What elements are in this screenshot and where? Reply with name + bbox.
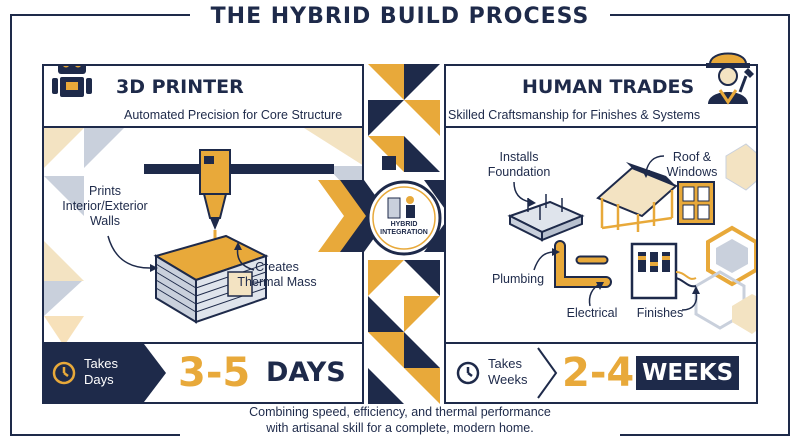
- label-electrical: Electrical: [566, 306, 618, 320]
- label-thermal-mass: Creates Thermal Mass: [237, 260, 317, 289]
- printer-duration-value: 3-5: [178, 350, 251, 396]
- trades-title: HUMAN TRADES: [522, 76, 695, 98]
- printer-duration: Takes Days 3-5 DAYS: [44, 342, 362, 402]
- printer-panel: 3D PRINTER Automated Precision for Core …: [42, 64, 364, 404]
- trades-duration-unit: WEEKS: [636, 356, 740, 390]
- label-roof-windows: Roof & Windows: [666, 150, 718, 179]
- window-icon: [677, 181, 715, 225]
- clock-icon: [52, 361, 76, 385]
- clock-icon: [456, 361, 480, 385]
- label-finishes: Finishes: [636, 306, 684, 320]
- arrow-plumbing: [533, 248, 560, 271]
- trades-duration: Takes Weeks 2-4 WEEKS: [446, 342, 756, 402]
- page-title: THE HYBRID BUILD PROCESS: [190, 2, 610, 32]
- worker-icon: [706, 52, 754, 105]
- printer-duration-unit: DAYS: [266, 357, 346, 388]
- geometric-pattern-left: [44, 128, 362, 346]
- arrow-electrical: [588, 282, 604, 307]
- electrical-panel-icon: [630, 242, 697, 300]
- integration-column: [368, 64, 440, 404]
- foundation-icon: [507, 194, 585, 242]
- printer-duration-block: [44, 344, 144, 402]
- printer-nozzle-icon: [144, 149, 334, 242]
- arrow-thermal: [234, 242, 255, 271]
- trades-panel: HUMAN TRADES Skilled Craftsmanship for F…: [444, 64, 758, 404]
- printer-takes-text: Takes Days: [84, 356, 118, 387]
- arrow-foundation: [513, 181, 536, 207]
- trades-header: HUMAN TRADES Skilled Craftsmanship for F…: [446, 66, 756, 128]
- arrow-roof: [642, 155, 665, 178]
- hexagon-pattern: [694, 143, 756, 334]
- chevron-arrow-icon: [537, 347, 558, 399]
- arrow-prints: [107, 235, 158, 272]
- trades-takes-text: Takes Weeks: [488, 356, 528, 387]
- hybrid-badge-icon: [366, 180, 442, 256]
- trades-subtitle: Skilled Craftsmanship for Finishes & Sys…: [448, 108, 701, 122]
- label-prints-walls: Prints Interior/Exterior Walls: [62, 184, 148, 228]
- printer-header: 3D PRINTER Automated Precision for Core …: [44, 66, 362, 128]
- label-plumbing: Plumbing: [491, 272, 545, 286]
- pipe-icon: [554, 240, 612, 288]
- printer-subtitle: Automated Precision for Core Structure: [124, 108, 343, 122]
- footer-caption: Combining speed, efficiency, and thermal…: [180, 404, 620, 436]
- hybrid-badge-label: HYBRID INTEGRATION: [380, 221, 428, 236]
- chevron-arrow-icon: [144, 344, 166, 402]
- arrow-finishes: [681, 286, 700, 311]
- geometric-pattern-center: [368, 64, 440, 404]
- house-frame-icon: [596, 162, 678, 232]
- printer-title: 3D PRINTER: [116, 76, 244, 98]
- label-foundation: Installs Foundation: [487, 150, 551, 179]
- trades-duration-value: 2-4: [562, 350, 635, 396]
- robot-icon: [52, 66, 92, 97]
